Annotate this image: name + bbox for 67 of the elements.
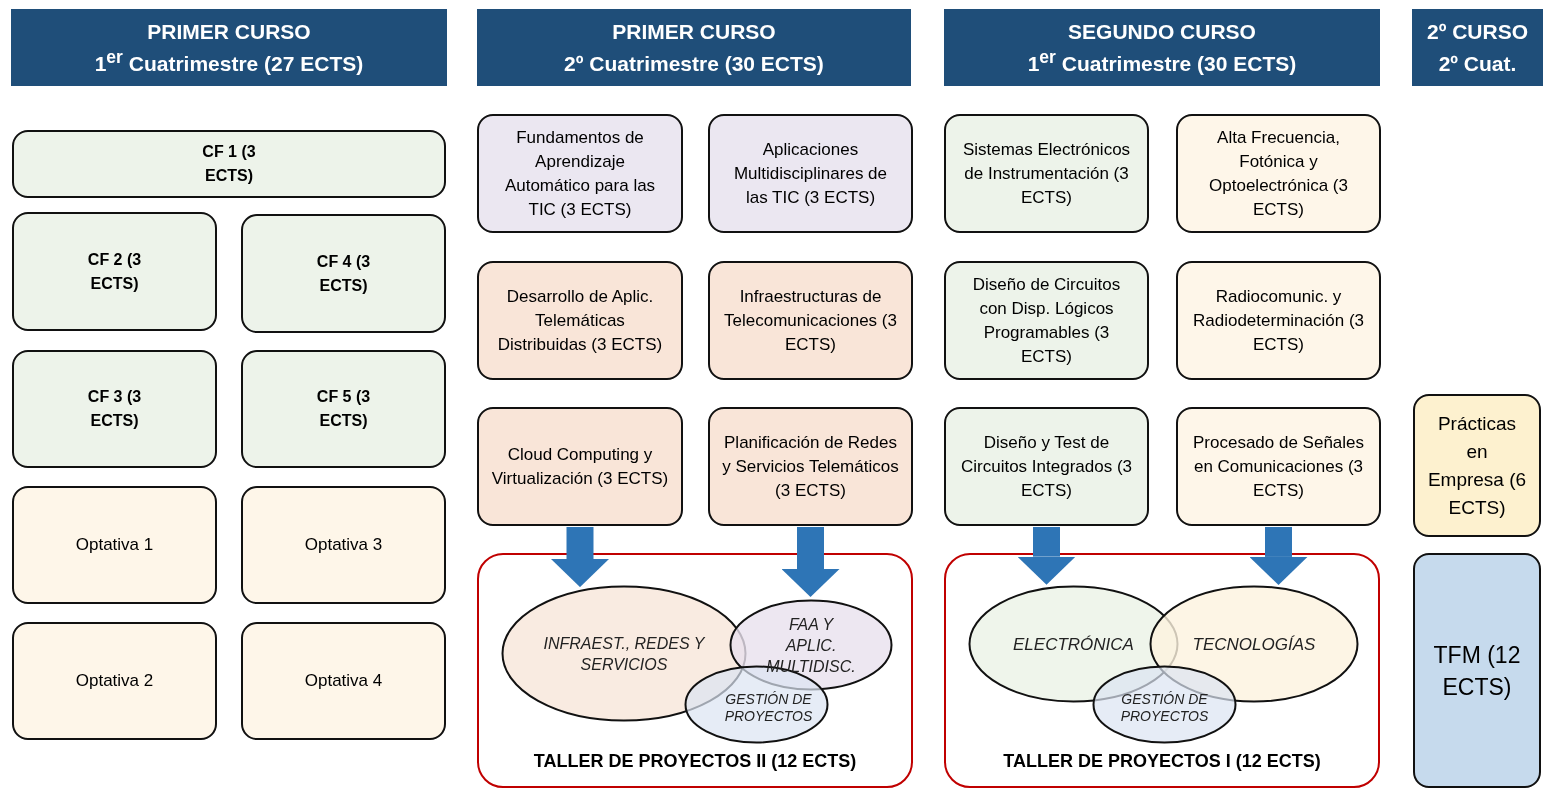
header-text: 1$^{er}$ Cuatrimestre (30 ECTS) [1027, 47, 1297, 77]
course-box [12, 130, 446, 198]
course-label: TFM (12 ECTS) [1432, 640, 1522, 702]
course-box [1176, 114, 1381, 233]
course-box [241, 486, 446, 604]
workshop-title: TALLER DE PROYECTOS I (12 ECTS) [1003, 751, 1321, 772]
course-label: CF 3 (3 ECTS) [86, 387, 143, 431]
semester-header [944, 9, 1380, 86]
course-box [12, 622, 217, 740]
course-box [1413, 394, 1541, 537]
course-box [477, 407, 683, 526]
header-text: 2º Cuat. [1438, 50, 1517, 77]
course-box [12, 486, 217, 604]
header-text: 1$^{er}$ Cuatrimestre (27 ECTS) [94, 47, 364, 77]
course-label: Optativa 2 [75, 670, 154, 692]
course-label: Infraestructuras de Telecomunicaciones (3 ECTS) [723, 285, 898, 356]
course-label: Sistemas Electrónicos de Instrumentación (3 ECTS) [961, 138, 1132, 209]
course-label: CF 1 (3 ECTS) [201, 142, 257, 186]
semester-header [1412, 9, 1543, 86]
block-arrow [1017, 527, 1076, 585]
course-label: Prácticas en Empresa (6 ECTS) [1427, 411, 1527, 520]
semester-header [477, 9, 911, 86]
header-text: 2º CURSO [1427, 18, 1528, 45]
course-label: Desarrollo de Aplic. Telemáticas Distribuidas (3 ECTS) [496, 285, 664, 356]
course-label: Diseño y Test de Circuitos Integrados (3 ECTS) [960, 431, 1133, 502]
course-label: Diseño de Circuitos con Disp. Lógicos Programables (3 ECTS) [971, 273, 1122, 368]
course-box [708, 114, 913, 233]
header-text: PRIMER CURSO [147, 18, 311, 45]
course-label: Optativa 1 [75, 534, 154, 556]
course-label: Procesado de Señales en Comunicaciones (3 ECTS) [1191, 431, 1366, 502]
course-label: Fundamentos de Aprendizaje Automático para las TIC (3 ECTS) [503, 126, 657, 221]
course-box [241, 214, 446, 333]
course-label: Cloud Computing y Virtualización (3 ECTS) [491, 443, 669, 490]
semester-header [11, 9, 447, 86]
course-label: Optativa 3 [304, 534, 383, 556]
block-arrow [551, 527, 609, 588]
course-label: Alta Frecuencia, Fotónica y Optoelectrónica (3 ECTS) [1208, 126, 1349, 221]
course-box [1176, 261, 1381, 380]
workshop-panel [477, 553, 913, 788]
course-box [708, 261, 913, 380]
course-label: Radiocomunic. y Radiodeterminación (3 ECTS) [1191, 285, 1365, 356]
header-text: PRIMER CURSO [612, 18, 776, 45]
workshop-panel [944, 553, 1380, 788]
course-box [241, 350, 446, 468]
course-box [944, 114, 1149, 233]
course-box [477, 261, 683, 380]
course-box [1413, 553, 1541, 788]
course-box [1176, 407, 1381, 526]
course-label: CF 4 (3 ECTS) [315, 251, 372, 296]
course-box [944, 407, 1149, 526]
course-box [12, 350, 217, 468]
course-label: Planificación de Redes y Servicios Telemáticos (3 ECTS) [722, 431, 899, 502]
course-box [241, 622, 446, 740]
topic-ellipse: GESTIÓN DE PROYECTOS [1092, 665, 1237, 744]
workshop-title: TALLER DE PROYECTOS II (12 ECTS) [533, 751, 857, 772]
course-box [708, 407, 913, 526]
header-text: SEGUNDO CURSO [1068, 18, 1256, 45]
block-arrow [781, 527, 840, 597]
course-label: CF 5 (3 ECTS) [315, 387, 372, 431]
header-text: 2º Cuatrimestre (30 ECTS) [564, 50, 824, 77]
course-box [944, 261, 1149, 380]
course-label: Aplicaciones Multidisciplinares de las TIC (3 ECTS) [732, 138, 889, 209]
course-box [12, 212, 217, 331]
course-label: Optativa 4 [304, 670, 383, 692]
block-arrow [1249, 527, 1308, 585]
course-label: CF 2 (3 ECTS) [86, 249, 143, 294]
course-box [477, 114, 683, 233]
